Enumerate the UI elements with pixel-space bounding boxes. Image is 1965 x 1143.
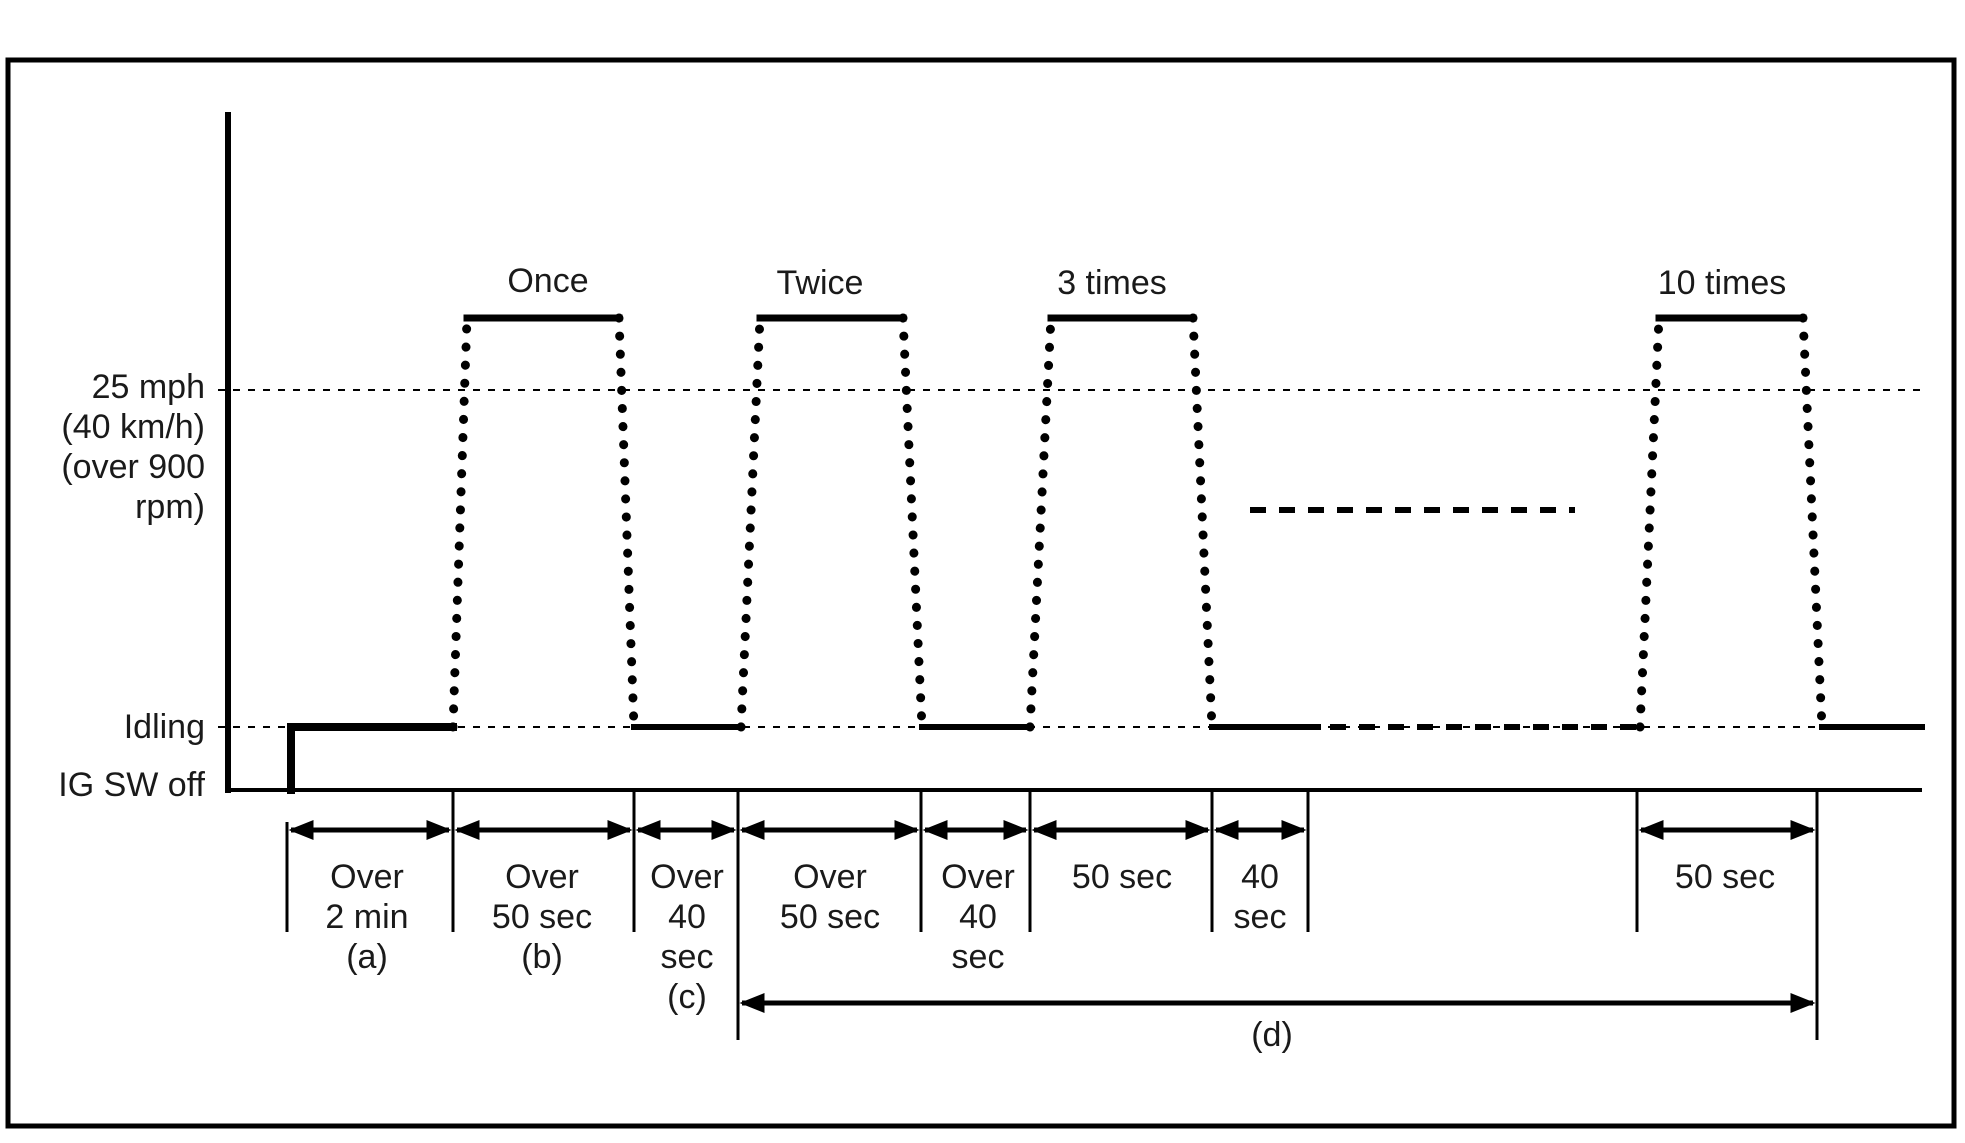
interval-arrows [288,820,1816,1013]
speed-label-line: (40 km/h) [61,408,205,446]
interval-text: 40 [668,898,706,936]
interval-text: 40 [959,898,997,936]
speed-label-line: 25 mph [92,368,205,406]
interval-label-drive2: Over 50 sec [780,858,880,936]
interval-ticks [285,790,1819,1040]
cycle-label-once: Once [507,262,588,300]
interval-label-a: Over 2 min (a) [325,858,408,976]
interval-text: sec [661,938,714,976]
engine-start-step [287,723,457,794]
interval-text: sec [952,938,1005,976]
cycle-label-three: 3 times [1057,264,1167,302]
interval-text: Over [650,858,724,896]
speed-label-line: (over 900 [61,448,205,486]
interval-text: 50 sec [492,898,592,936]
frame-border [5,57,1957,1129]
interval-label-idle2: Over 40 sec [941,858,1015,976]
interval-text: Over [505,858,579,896]
interval-text: 40 [1241,858,1279,896]
speed-level-label: 25 mph (40 km/h) (over 900 rpm) [61,368,205,526]
interval-text: sec [1234,898,1287,936]
interval-label-idle3: 40 sec [1234,858,1287,936]
cycle-pulse-ten [1635,313,1827,732]
interval-text: 50 sec [780,898,880,936]
speed-label-line: rpm) [135,488,205,526]
interval-label-drive3: 50 sec [1072,858,1172,896]
interval-text: 2 min [325,898,408,936]
interval-text: Over [330,858,404,896]
interval-label-drive10: 50 sec [1675,858,1775,896]
interval-label-b: Over 50 sec (b) [492,858,592,976]
interval-text: (c) [667,978,707,1016]
interval-text: Over [941,858,1015,896]
interval-text: 50 sec [1072,858,1172,896]
ig-sw-off-label: IG SW off [58,766,205,804]
interval-text: (b) [521,938,563,976]
interval-text: 50 sec [1675,858,1775,896]
cycle-pulse-three [1025,313,1217,732]
interval-label-d: (d) [1251,1016,1293,1054]
interval-label-c: Over 40 sec (c) [650,858,724,1016]
interval-text: (a) [346,938,388,976]
interval-text: Over [793,858,867,896]
idling-level-label: Idling [124,708,205,746]
cycle-pulse-once [448,313,639,732]
cycle-pulse-twice [736,313,927,732]
cycle-label-ten: 10 times [1658,264,1787,302]
cycle-label-twice: Twice [777,264,864,302]
